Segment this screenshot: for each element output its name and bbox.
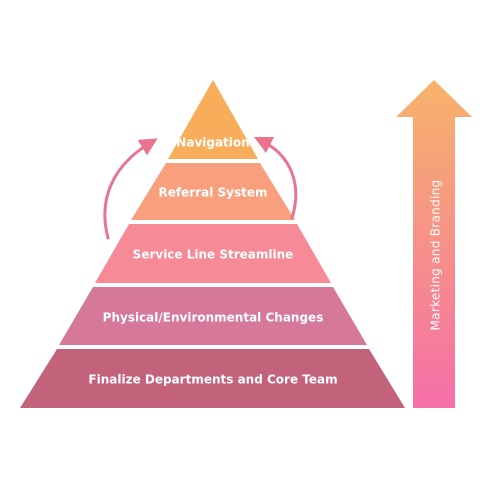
tier-service-line-streamline — [95, 224, 331, 283]
tier-physical-environmental-changes — [59, 287, 367, 345]
tier-label-navigation: Navigation — [176, 136, 249, 150]
tier-label-service-line-streamline: Service Line Streamline — [133, 248, 294, 262]
right-curved-arrow — [253, 136, 298, 220]
tier-navigation — [168, 80, 258, 159]
left-curved-arrow — [103, 138, 158, 240]
marketing-branding-arrow — [396, 80, 472, 408]
tier-referral-system — [131, 163, 295, 220]
tier-label-referral-system: Referral System — [159, 186, 268, 200]
tier-label-finalize-departments: Finalize Departments and Core Team — [88, 373, 337, 387]
tier-finalize-departments — [20, 349, 405, 408]
tier-label-physical-environmental-changes: Physical/Environmental Changes — [103, 311, 324, 325]
marketing-branding-label: Marketing and Branding — [429, 180, 443, 331]
